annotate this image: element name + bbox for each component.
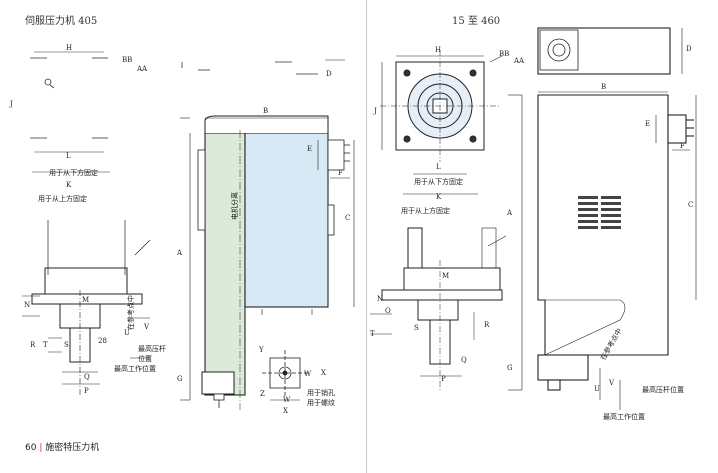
- right-vent-slots: [578, 196, 621, 229]
- page-footer: 60 | 施密特压力机: [25, 440, 99, 453]
- dim-V-right: V: [609, 379, 615, 387]
- dim-E-right: E: [645, 120, 651, 128]
- dim-F-left: F: [338, 169, 343, 177]
- dim-H-left: H: [66, 44, 73, 52]
- dim-T-right: T: [370, 330, 375, 338]
- dim-J-right: J: [374, 107, 377, 115]
- note-pin-hole: 用于销孔: [307, 389, 335, 397]
- dim-S-left: S: [64, 341, 69, 349]
- right-dimension-lines: [508, 28, 697, 410]
- dim-X-left: X: [321, 369, 326, 377]
- dim-BB-right: BB: [499, 50, 510, 58]
- dim-U-right: U: [594, 385, 600, 393]
- dim-Y-left: Y: [259, 346, 264, 354]
- left-ram-side-view: [22, 220, 151, 395]
- left-flange-top-view: [30, 51, 110, 173]
- dim-D-left: D: [326, 70, 332, 78]
- dim-P-left: P: [84, 387, 89, 395]
- dim-O-right: O: [385, 307, 391, 315]
- note-upper-fix-right: 用于从上方固定: [401, 207, 450, 215]
- dim-Q-left: Q: [84, 373, 90, 381]
- right-ram-side-view: [370, 227, 507, 392]
- dim-G-right: G: [507, 364, 513, 372]
- dim-M-left: M: [82, 296, 90, 304]
- note-lower-fix-right: 用于从下方固定: [414, 178, 463, 186]
- dim-X2-left: X: [283, 407, 288, 415]
- page-divider: [366, 0, 367, 473]
- note-max-work-right: 最高工作位置: [603, 413, 645, 421]
- dim-A-right: A: [507, 209, 513, 217]
- dim-W2-left: W: [283, 396, 291, 404]
- dim-R-right: R: [484, 321, 490, 329]
- dim-G-left: G: [177, 375, 183, 383]
- dim-H-right: H: [435, 46, 442, 54]
- dim-A-left: A: [177, 249, 183, 257]
- dim-AA-left: AA: [137, 65, 148, 73]
- dim-J-left: J: [10, 100, 13, 108]
- dim-R-left: R: [30, 341, 36, 349]
- note-upper-fix-left: 用于从上方固定: [38, 195, 87, 203]
- left-press-body: [197, 115, 350, 410]
- dim-Z-left: Z: [260, 390, 265, 398]
- left-tool-holder-detail: [262, 350, 308, 401]
- footer-separator: |: [39, 443, 46, 453]
- note-position-left: 位置: [138, 355, 152, 363]
- left-top-fragments: [181, 61, 318, 75]
- footer-title: 施密特压力机: [45, 443, 100, 453]
- dim-K-right: K: [436, 193, 442, 201]
- note-center-ref-left: 在参考点中: [127, 295, 135, 330]
- dim-V-left: V: [144, 323, 150, 331]
- note-thread-hole: 用于螺纹: [307, 399, 335, 407]
- note-max-ram-left: 最高压杆: [138, 345, 166, 353]
- right-page-header: 15 至 460: [452, 16, 501, 27]
- dim-N-right: N: [377, 295, 384, 303]
- dim-C-left: C: [345, 214, 351, 222]
- left-dimension-lines: [180, 59, 355, 401]
- dim-L-right: L: [436, 163, 441, 171]
- dim-BB-left: BB: [122, 56, 133, 64]
- note-lower-fix-left: 用于从下方固定: [49, 169, 98, 177]
- dim-T-left: T: [43, 341, 48, 349]
- dim-L-left: L: [66, 152, 71, 160]
- note-max-ram-right: 最高压杆位置: [642, 386, 684, 394]
- dim-B-left: B: [263, 107, 269, 115]
- dim-N-left: N: [24, 301, 31, 309]
- dim-B-right: B: [601, 83, 607, 91]
- dim-F-right: F: [680, 142, 685, 150]
- dim-28-left: 28: [98, 337, 107, 345]
- dim-U-left: U: [124, 329, 130, 337]
- dim-Q-right: Q: [461, 356, 467, 364]
- dim-K-left: K: [66, 181, 72, 189]
- dim-D-right: D: [686, 45, 692, 53]
- right-flange-top-view: [380, 50, 503, 195]
- dim-M-right: M: [442, 272, 450, 280]
- page-number: 60: [25, 443, 37, 453]
- dim-P-right: P: [441, 375, 446, 383]
- dim-C-right: C: [688, 201, 694, 209]
- note-motor-left: 电机分离: [231, 192, 239, 220]
- dim-S-right: S: [414, 324, 419, 332]
- dim-W-left: W: [304, 370, 312, 378]
- note-max-work-left: 最高工作位置: [114, 365, 156, 373]
- dim-AA-right: AA: [514, 57, 525, 65]
- left-page-header: 伺服压力机 405: [25, 16, 98, 27]
- dim-E-left: E: [307, 145, 313, 153]
- right-press-body: [537, 27, 694, 391]
